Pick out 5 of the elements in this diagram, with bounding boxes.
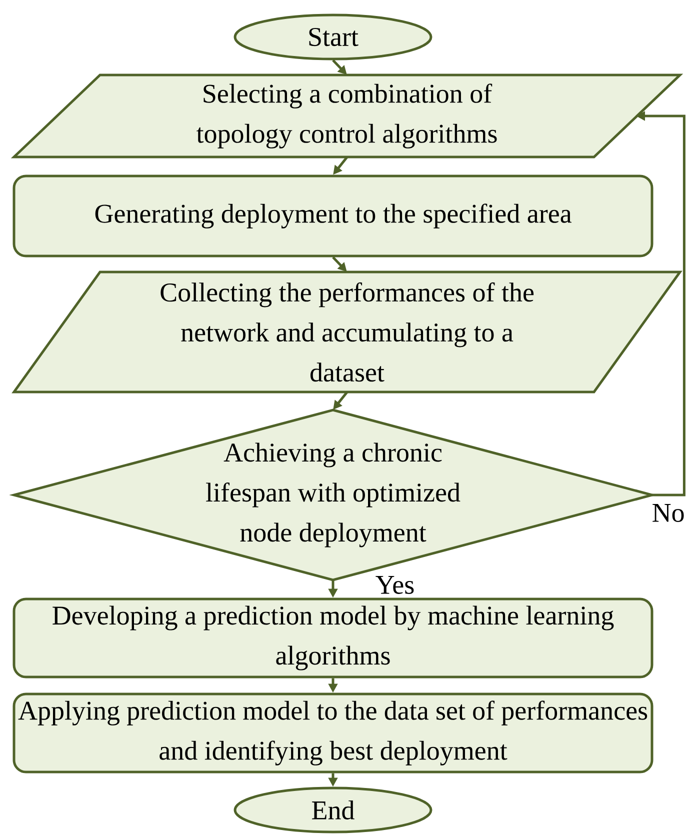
edge-label: Yes bbox=[374, 575, 416, 595]
process-box: Applying prediction model to the data set of performances and identifying best deployment bbox=[12, 692, 654, 774]
process-box: Developing a prediction model by machine learning algorithms bbox=[12, 598, 654, 678]
process-box: Generating deployment to the specified area bbox=[12, 174, 654, 258]
edge-label: No bbox=[650, 503, 686, 523]
